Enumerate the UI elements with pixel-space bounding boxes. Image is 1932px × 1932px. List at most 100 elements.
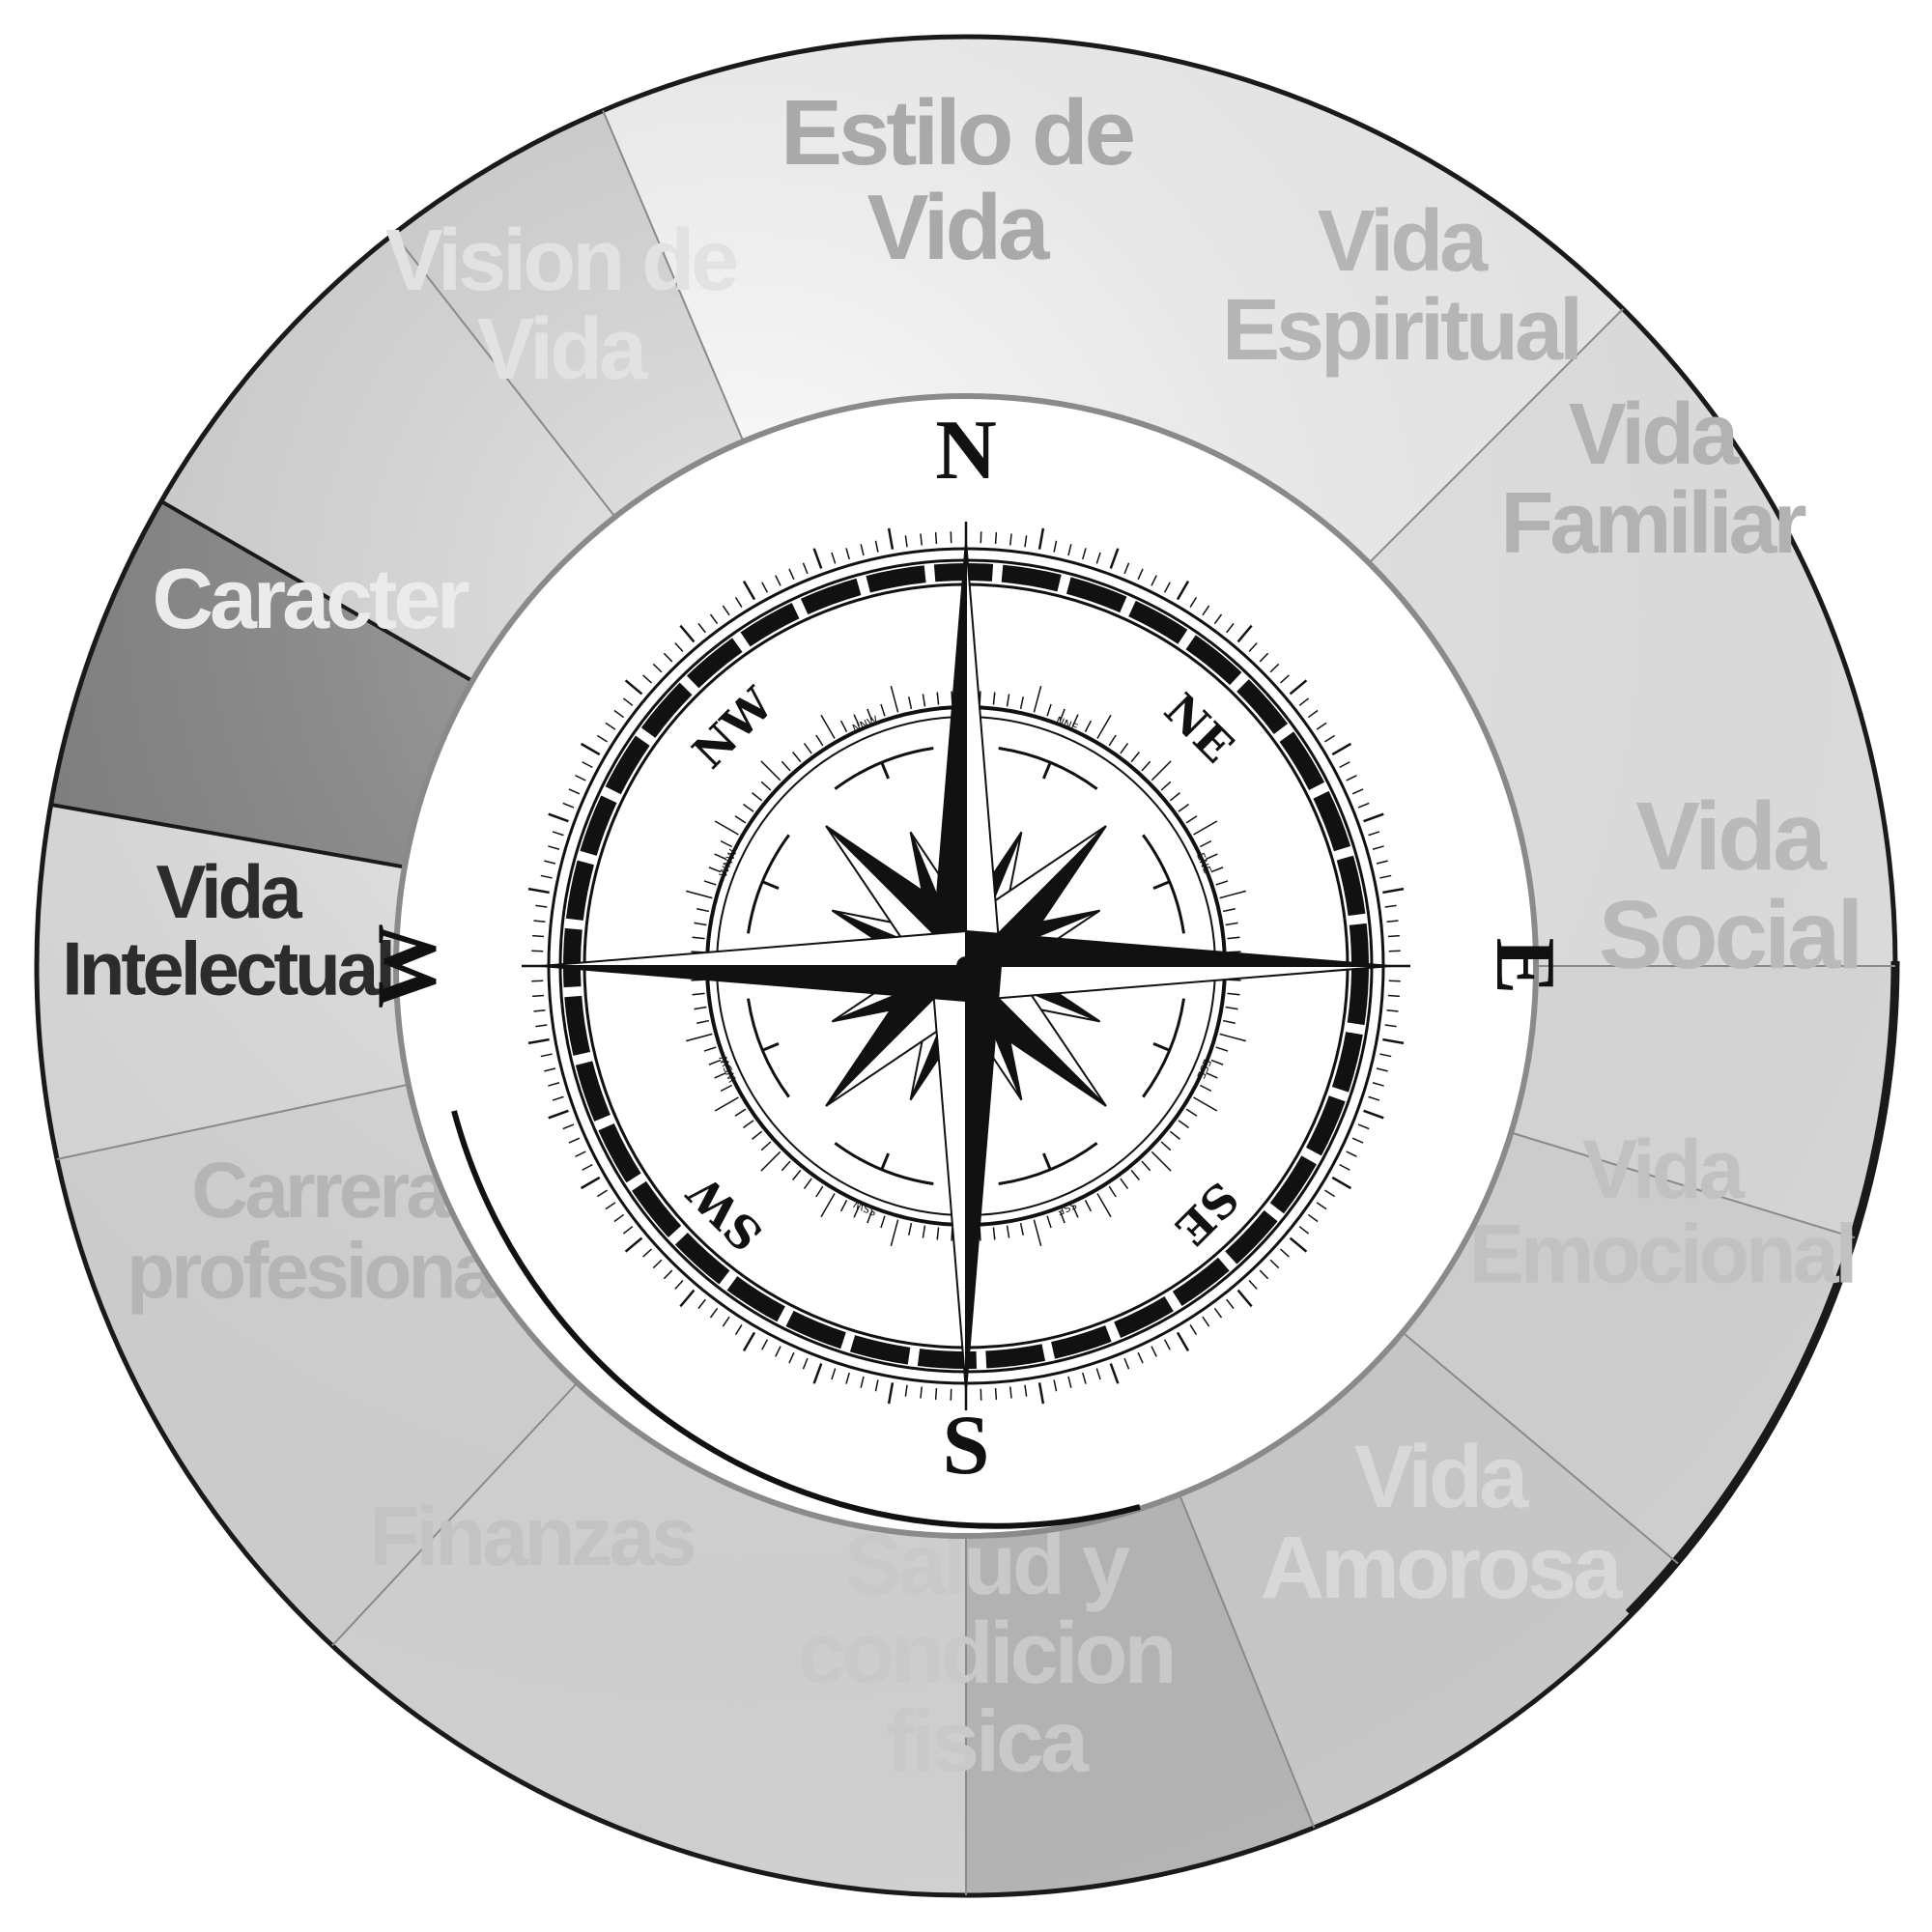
mid-tick bbox=[734, 1108, 747, 1117]
tick-mark bbox=[1346, 1151, 1357, 1157]
tick-mark bbox=[548, 845, 560, 850]
mid-tick bbox=[1120, 1178, 1129, 1190]
tick-mark bbox=[1189, 596, 1198, 608]
tick-mark bbox=[1351, 1137, 1364, 1144]
tick-mark bbox=[1289, 1236, 1308, 1253]
mid-tick bbox=[1219, 1033, 1246, 1042]
mid-tick bbox=[1019, 696, 1024, 710]
tick-mark bbox=[1331, 1176, 1351, 1190]
mid-tick bbox=[1006, 694, 1010, 707]
tick-mark bbox=[642, 1248, 653, 1258]
mid-tick bbox=[696, 1019, 710, 1024]
mid-tick bbox=[1096, 1193, 1112, 1218]
minor-pointer bbox=[1041, 761, 1052, 780]
tick-mark bbox=[1053, 540, 1058, 553]
divider-caracter bbox=[159, 499, 474, 683]
tick-mark bbox=[581, 742, 601, 756]
mid-tick bbox=[992, 1227, 996, 1240]
mid-tick bbox=[696, 908, 710, 913]
mid-tick bbox=[853, 714, 861, 726]
tick-mark bbox=[1151, 1346, 1157, 1357]
tick-mark bbox=[1009, 533, 1012, 546]
mid-tick bbox=[686, 1033, 713, 1042]
mid-tick bbox=[1046, 703, 1052, 717]
divider-estilo bbox=[602, 110, 745, 442]
tick-mark bbox=[1202, 605, 1210, 616]
mid-tick bbox=[1185, 1108, 1198, 1117]
tick-mark bbox=[581, 1176, 601, 1190]
tick-mark bbox=[1298, 697, 1310, 706]
tick-mark bbox=[1316, 1202, 1327, 1210]
mid-tick bbox=[1219, 890, 1246, 899]
mid-tick bbox=[1046, 1215, 1052, 1229]
segment-label-line: Vida bbox=[1318, 193, 1489, 290]
tick-mark bbox=[1324, 734, 1336, 743]
minor-pointer bbox=[1152, 880, 1171, 891]
mid-tick bbox=[803, 1178, 812, 1190]
mid-tick bbox=[1169, 1130, 1180, 1140]
tick-mark bbox=[1123, 1357, 1130, 1370]
tick-mark bbox=[1109, 548, 1120, 569]
tick-mark bbox=[920, 533, 923, 546]
mid-tick bbox=[1206, 1071, 1218, 1079]
tick-mark bbox=[1379, 874, 1392, 879]
segment-label-line: Vida bbox=[867, 176, 1051, 279]
mid-tick bbox=[1215, 1046, 1229, 1052]
tick-mark bbox=[775, 1346, 781, 1357]
mid-tick bbox=[1071, 1206, 1079, 1218]
mid-tick bbox=[908, 1222, 913, 1236]
tick-mark bbox=[1082, 1372, 1087, 1384]
mid-tick bbox=[781, 1160, 791, 1172]
tick-mark bbox=[802, 1357, 809, 1370]
tick-mark bbox=[722, 1316, 730, 1327]
tick-mark bbox=[1226, 622, 1235, 634]
tick-mark bbox=[533, 920, 546, 923]
tick-mark bbox=[1363, 1109, 1384, 1120]
mid-tick bbox=[867, 708, 873, 722]
segment-label-line: Vision de bbox=[385, 213, 736, 309]
mid-tick bbox=[1071, 714, 1079, 726]
tick-mark bbox=[552, 831, 564, 837]
tick-mark bbox=[1024, 1384, 1028, 1397]
mid-tick bbox=[720, 839, 732, 848]
tick-mark bbox=[1082, 548, 1087, 560]
mid-tick bbox=[1160, 781, 1172, 791]
tick-mark bbox=[540, 874, 553, 879]
tick-mark bbox=[540, 1053, 553, 1058]
tick-mark bbox=[535, 904, 548, 908]
tick-mark bbox=[1279, 1248, 1290, 1258]
mid-tick bbox=[1185, 815, 1198, 824]
tick-mark bbox=[1248, 1279, 1258, 1290]
mid-tick bbox=[708, 867, 722, 873]
mid-tick bbox=[694, 922, 707, 926]
tick-mark bbox=[845, 1372, 850, 1384]
mid-tick bbox=[792, 752, 802, 763]
tick-mark bbox=[761, 582, 769, 593]
mid-tick bbox=[760, 1141, 772, 1151]
minor-pointer bbox=[1041, 1152, 1052, 1171]
mid-tick bbox=[1206, 853, 1218, 861]
tick-mark bbox=[1095, 1368, 1101, 1380]
tick-mark bbox=[1339, 761, 1350, 769]
tick-mark bbox=[613, 1213, 625, 1223]
mid-tick bbox=[1151, 760, 1172, 781]
tick-mark bbox=[994, 532, 998, 545]
tick-mark bbox=[697, 1298, 706, 1310]
tick-mark bbox=[831, 552, 837, 564]
mid-tick bbox=[839, 1200, 848, 1212]
divider-emocional bbox=[1402, 1331, 1679, 1565]
tick-mark bbox=[1123, 562, 1130, 575]
tick-mark bbox=[1372, 1082, 1384, 1087]
mid-tick bbox=[1120, 742, 1129, 754]
tick-mark bbox=[1095, 552, 1101, 564]
mid-tick bbox=[694, 1006, 707, 1010]
tick-mark bbox=[652, 663, 663, 673]
tick-mark bbox=[1386, 920, 1399, 923]
tick-mark bbox=[1067, 1376, 1072, 1388]
mid-tick bbox=[936, 1227, 940, 1240]
tick-mark bbox=[663, 652, 673, 663]
tick-mark bbox=[679, 1289, 696, 1308]
tick-mark bbox=[1248, 642, 1258, 653]
tick-mark bbox=[1387, 994, 1400, 998]
